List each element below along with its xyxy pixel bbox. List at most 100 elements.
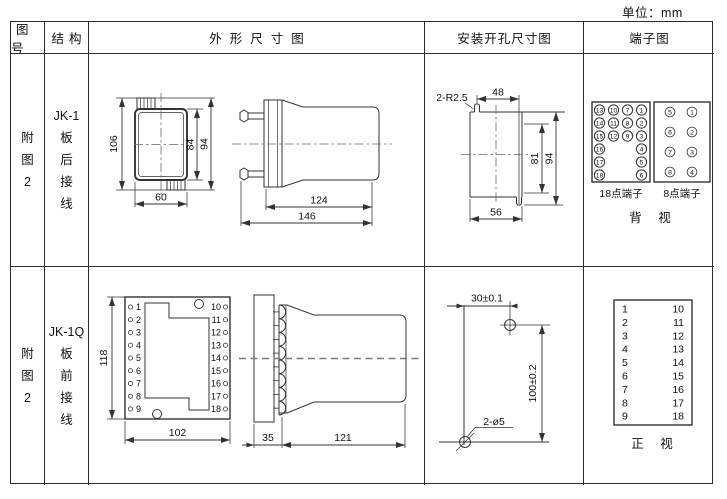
terminal-table-number: 17 — [672, 397, 684, 409]
terminal-hole-number: 17 — [211, 391, 221, 401]
dim-label-102: 102 — [169, 427, 187, 439]
terminal-point-number: 8 — [668, 169, 672, 176]
terminal-point-circle — [664, 166, 676, 178]
header-mounting-dims: 安装开孔尺寸图 — [424, 22, 583, 53]
terminal-point-circle — [607, 130, 620, 142]
terminal-hole-number: 15 — [211, 366, 221, 376]
vertical-text-line: JK-1 — [53, 109, 80, 123]
terminal-point-number: 1 — [690, 109, 694, 116]
terminal-point-circle — [593, 169, 606, 181]
terminal-hole — [128, 393, 134, 399]
terminal-point-circle — [635, 156, 648, 168]
terminal-table-number: 12 — [672, 330, 684, 342]
slot-radius-label: 2-R2.5 — [436, 92, 468, 104]
terminal-point-circle — [686, 166, 698, 178]
terminal-point-number: 16 — [596, 146, 604, 153]
terminal-hole — [128, 317, 134, 323]
terminal-hole — [128, 368, 134, 374]
row2-hole-layout — [439, 301, 550, 452]
header-terminal-diagram: 端子图 — [583, 22, 714, 53]
terminal-point-number: 6 — [640, 172, 644, 179]
row1-mounting-cell: 2-R2.5 48 81 94 56 — [424, 53, 583, 266]
hole-diameter-label: 2-ø5 — [483, 416, 505, 428]
dim-label-60: 60 — [155, 192, 167, 204]
terminal-point-circle — [593, 130, 606, 142]
terminal-table-number: 13 — [672, 344, 684, 356]
vertical-text-line: 附 — [21, 347, 34, 361]
vertical-text-line: 接 — [60, 391, 73, 405]
side-terminal-bumps — [273, 304, 287, 416]
terminal-point-number: 8 — [626, 120, 630, 127]
terminal-hole-number: 8 — [136, 391, 141, 401]
terminal-hole — [128, 304, 134, 310]
terminal-point-number: 3 — [640, 133, 644, 140]
terminal-table-number: 3 — [622, 330, 628, 342]
vertical-text-line: 板 — [60, 347, 73, 361]
terminal-hole-number: 18 — [211, 404, 221, 414]
terminal-hole — [128, 355, 134, 361]
dim-label-121: 121 — [334, 432, 352, 444]
terminal-point-circle — [664, 126, 676, 138]
terminal-bump — [278, 387, 287, 402]
dim-label-35: 35 — [262, 432, 274, 444]
terminal-point-number: 1 — [640, 107, 644, 114]
row1-view-label: 背 视 — [629, 210, 673, 225]
terminal-point-circle — [593, 117, 606, 129]
vertical-text-line: 图 — [21, 369, 34, 383]
terminal-hole-number: 14 — [211, 353, 221, 363]
terminal-point-number: 9 — [626, 133, 630, 140]
terminal-point-circle — [607, 117, 620, 129]
row1-side-view — [232, 99, 392, 226]
terminal-hole-number: 7 — [136, 379, 141, 389]
terminal-table-number: 5 — [622, 357, 628, 369]
terminal-point-number: 5 — [668, 109, 672, 116]
terminal-hole — [222, 317, 228, 323]
terminal-table-number: 4 — [622, 344, 628, 356]
terminal-point-number: 14 — [596, 120, 604, 127]
row2-front-view — [107, 296, 231, 444]
screw-hole — [194, 299, 204, 309]
terminal-hole-number: 9 — [136, 404, 141, 414]
terminal-hole — [222, 355, 228, 361]
terminal-point-circle — [593, 156, 606, 168]
terminal-point-number: 18 — [596, 172, 604, 179]
terminal-table-number: 7 — [622, 384, 628, 396]
terminal-point-circle — [686, 106, 698, 118]
terminal-table-number: 1 — [622, 304, 628, 316]
terminal-18-label: 18点端子 — [599, 187, 642, 200]
terminal-8-label: 8点端子 — [663, 187, 700, 200]
terminal-point-number: 7 — [626, 107, 630, 114]
row1-outline-cell: 106 84 94 60 124 146 — [88, 53, 424, 266]
terminal-point-circle — [607, 104, 620, 116]
terminal-point-circle — [635, 143, 648, 155]
terminal-point-number: 11 — [610, 120, 617, 127]
terminal-18-box — [591, 101, 651, 183]
terminal-point-number: 2 — [690, 129, 694, 136]
vertical-text-line: 线 — [60, 413, 73, 427]
terminal-hole-number: 4 — [136, 340, 141, 350]
terminal-point-number: 4 — [640, 146, 644, 153]
terminal-table-number: 10 — [672, 304, 684, 316]
terminal-point-number: 13 — [596, 107, 604, 114]
terminal-hole — [128, 342, 134, 348]
terminal-point-number: 15 — [596, 133, 604, 140]
vertical-text-line: 附 — [21, 131, 34, 145]
terminal-hole — [222, 304, 228, 310]
terminal-table-number: 16 — [672, 384, 684, 396]
header-outline-dims: 外形尺寸图 — [88, 22, 424, 53]
header-figure-no: 图号 — [11, 22, 34, 54]
terminal-bump — [278, 400, 287, 416]
terminal-point-number: 2 — [640, 120, 644, 127]
terminal-hole — [222, 381, 228, 387]
dim-label-100: 100±0.2 — [527, 364, 539, 402]
terminal-hole — [128, 406, 134, 412]
row1-mounting-drawing: 2-R2.5 48 81 94 56 — [436, 87, 565, 222]
dim-label-56: 56 — [490, 207, 502, 219]
